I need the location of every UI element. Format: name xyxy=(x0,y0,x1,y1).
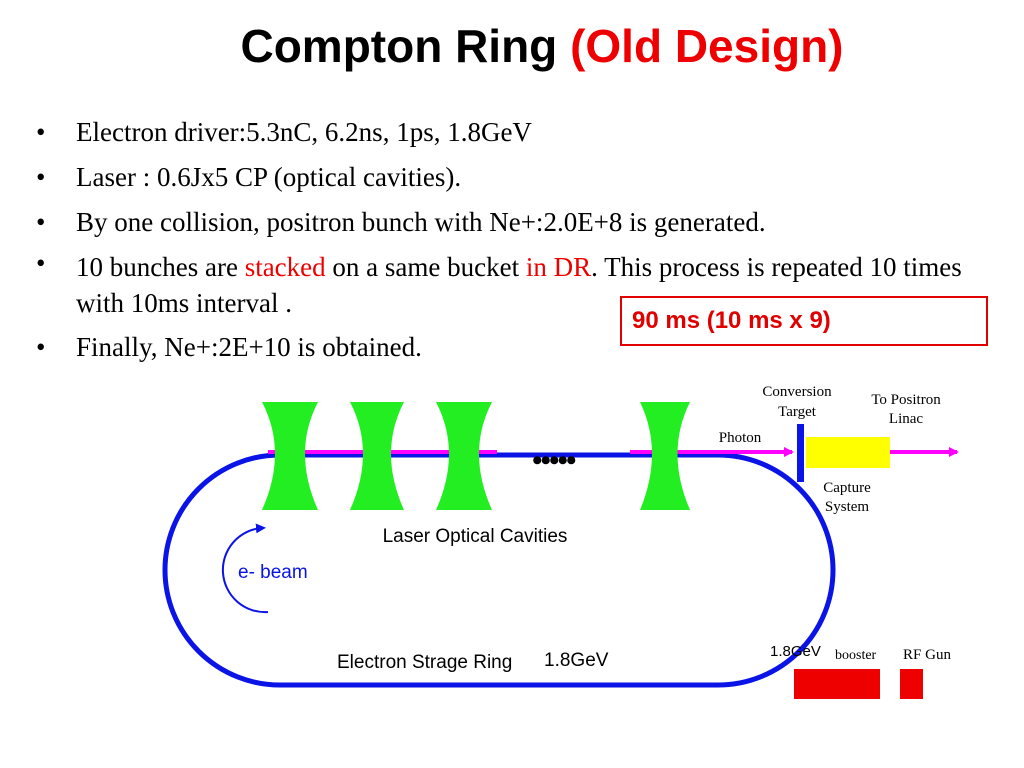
bullet-text-part: . This process is repeated 10 times with… xyxy=(76,252,962,318)
booster-linac xyxy=(794,669,880,699)
capture-system xyxy=(806,437,890,468)
laser-cavity xyxy=(436,402,492,510)
bullet-text: Electron driver:5.3nC, 6.2ns, 1ps, 1.8Ge… xyxy=(76,117,532,147)
slide-title: Compton Ring (Old Design) xyxy=(0,14,1024,78)
bullet-highlight-stacked: stacked xyxy=(244,252,326,282)
conversion-target-label: Target xyxy=(778,404,817,420)
bullet-highlight-in-dr: in DR xyxy=(525,252,592,282)
to-positron-linac-label: To Positron xyxy=(871,392,941,408)
cavity-ellipsis: ••••• xyxy=(532,444,576,477)
interval-note-box: 90 ms (10 ms x 9) xyxy=(620,296,988,346)
laser-cavity xyxy=(262,402,318,510)
bullet-item: •Finally, Ne+:2E+10 is obtained. xyxy=(36,332,422,362)
bullet-text-part: 10 bunches are xyxy=(76,252,245,282)
booster-label: booster xyxy=(835,648,877,663)
bullet-text: By one collision, positron bunch with Ne… xyxy=(76,207,766,237)
conversion-target xyxy=(797,424,804,482)
bullet-item: •10 bunches are stacked on a same bucket… xyxy=(36,248,962,318)
laser-cavities-label: Laser Optical Cavities xyxy=(383,526,568,547)
bullet-text: Finally, Ne+:2E+10 is obtained. xyxy=(76,332,422,362)
bullet-text: Laser : 0.6Jx5 CP (optical cavities). xyxy=(76,162,462,192)
photon-label: Photon xyxy=(719,430,762,446)
laser-cavity xyxy=(640,402,690,510)
booster-energy-label: 1.8GeV xyxy=(770,643,821,660)
bullet-list: •Electron driver:5.3nC, 6.2ns, 1ps, 1.8G… xyxy=(34,110,994,370)
title-main: Compton Ring xyxy=(240,20,558,72)
conversion-target-label: Conversion xyxy=(762,384,832,400)
storage-ring-label: Electron Strage Ring xyxy=(337,652,512,673)
capture-system-label: Capture xyxy=(823,480,871,496)
storage-ring-energy: 1.8GeV xyxy=(544,650,609,671)
bullet-item: •Laser : 0.6Jx5 CP (optical cavities). xyxy=(36,162,462,192)
bullet-item: •Electron driver:5.3nC, 6.2ns, 1ps, 1.8G… xyxy=(36,117,532,147)
electron-storage-ring xyxy=(162,452,836,688)
laser-cavity xyxy=(350,402,404,510)
capture-system-label: System xyxy=(825,499,870,515)
e-beam-arrow xyxy=(221,523,269,614)
e-beam-label: e- beam xyxy=(238,562,308,583)
to-positron-linac-label: Linac xyxy=(889,411,923,427)
rf-gun-label: RF Gun xyxy=(903,647,951,663)
title-accent: (Old Design) xyxy=(570,20,844,72)
rf-gun xyxy=(900,669,923,699)
bullet-text-part: on a same bucket xyxy=(325,252,526,282)
bullet-item: •By one collision, positron bunch with N… xyxy=(36,207,766,237)
